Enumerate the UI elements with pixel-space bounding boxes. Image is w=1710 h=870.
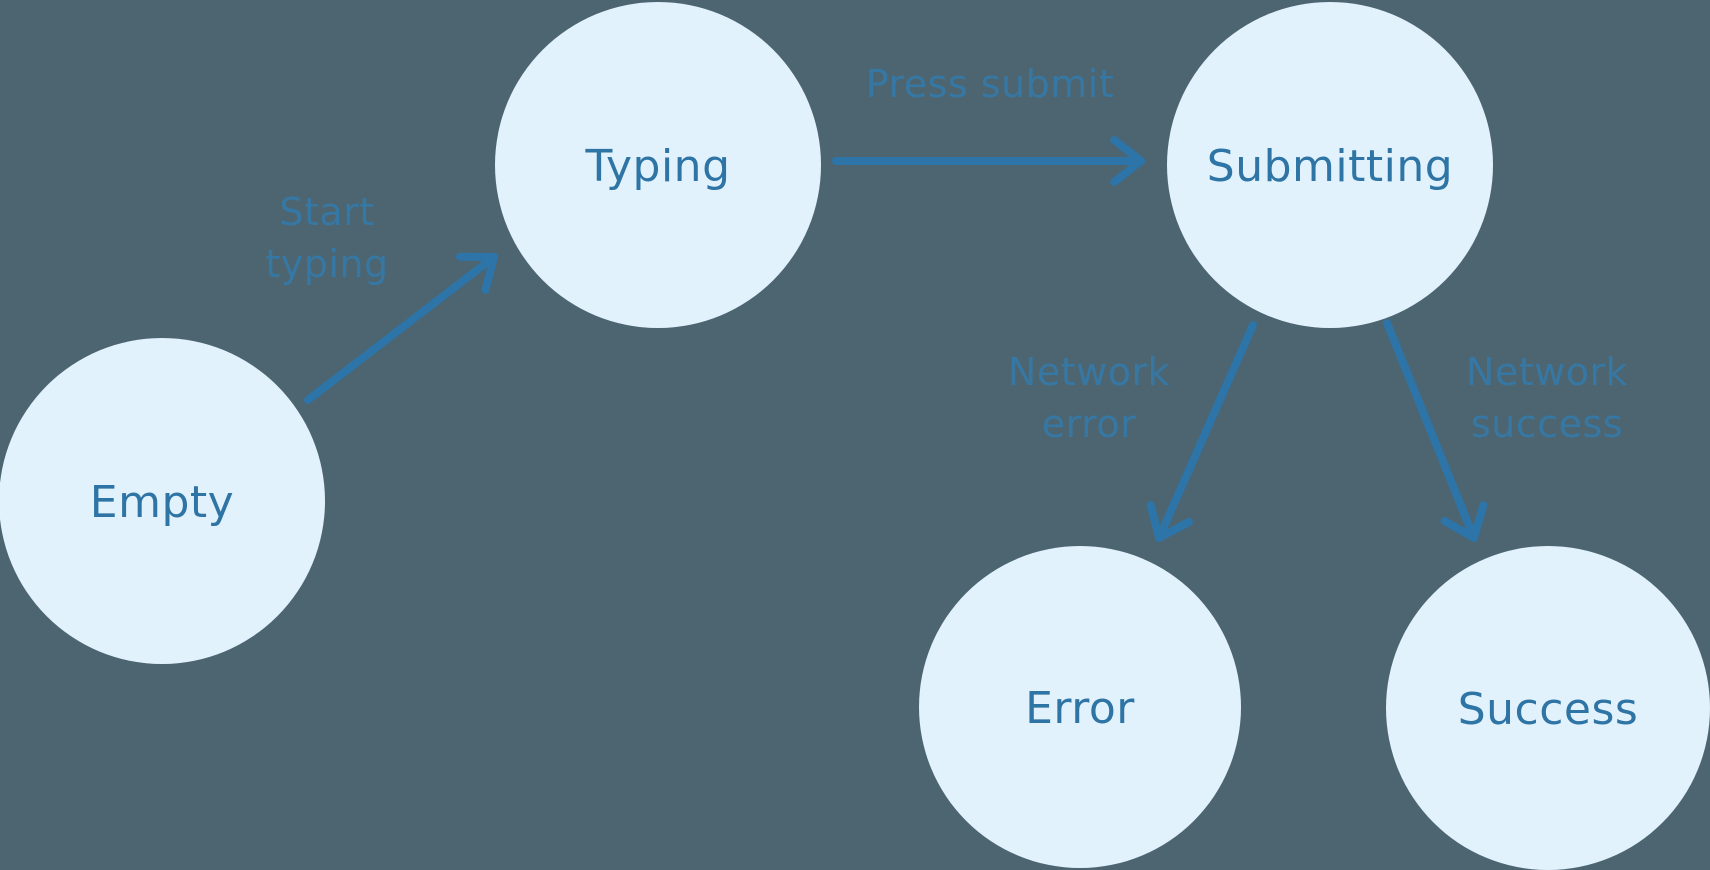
state-label-error: Error	[1025, 683, 1135, 734]
edge-arrow-line	[1155, 321, 1257, 542]
state-circle-success[interactable]	[1386, 546, 1710, 870]
arrowhead-icon	[1440, 517, 1478, 542]
state-node-submitting[interactable]: Submitting	[1167, 2, 1493, 328]
edge-label-submitting-to-success: Network	[1466, 350, 1628, 394]
edge-label-submitting-to-success: success	[1471, 402, 1623, 446]
edge-label-typing-to-submitting: Press submit	[866, 62, 1115, 106]
state-label-typing: Typing	[584, 141, 730, 192]
state-circle-empty[interactable]	[0, 338, 325, 664]
edge-empty-to-typing: Start typing	[265, 190, 498, 404]
state-circle-error[interactable]	[919, 546, 1241, 868]
state-label-empty: Empty	[90, 477, 234, 528]
edge-submitting-to-error: Network error	[1008, 321, 1257, 542]
state-label-submitting: Submitting	[1207, 141, 1453, 192]
state-node-typing[interactable]: Typing	[495, 2, 821, 328]
arrowhead-icon	[481, 253, 498, 294]
state-node-error[interactable]: Error	[919, 546, 1241, 868]
arrowhead-icon	[1470, 501, 1488, 542]
edge-arrow-line	[304, 253, 498, 404]
state-circle-typing[interactable]	[495, 2, 821, 328]
arrowhead-icon	[1110, 157, 1145, 186]
edge-label-empty-to-typing: Start	[279, 190, 374, 234]
edge-label-empty-to-typing: typing	[265, 242, 388, 286]
edge-typing-to-submitting: Press submit	[832, 62, 1145, 186]
state-node-success[interactable]: Success	[1386, 546, 1710, 870]
arrowhead-icon	[1146, 501, 1163, 542]
edge-arrow-line	[1383, 319, 1478, 542]
edge-label-submitting-to-error: Network	[1008, 350, 1170, 394]
edge-label-submitting-to-error: error	[1042, 402, 1137, 446]
state-label-success: Success	[1458, 684, 1639, 735]
arrowhead-icon	[1110, 136, 1145, 165]
edge-submitting-to-success: Network success	[1383, 319, 1628, 542]
state-circle-submitting[interactable]	[1167, 2, 1493, 328]
arrowhead-icon	[1155, 517, 1193, 542]
state-node-empty[interactable]: Empty	[0, 338, 325, 664]
